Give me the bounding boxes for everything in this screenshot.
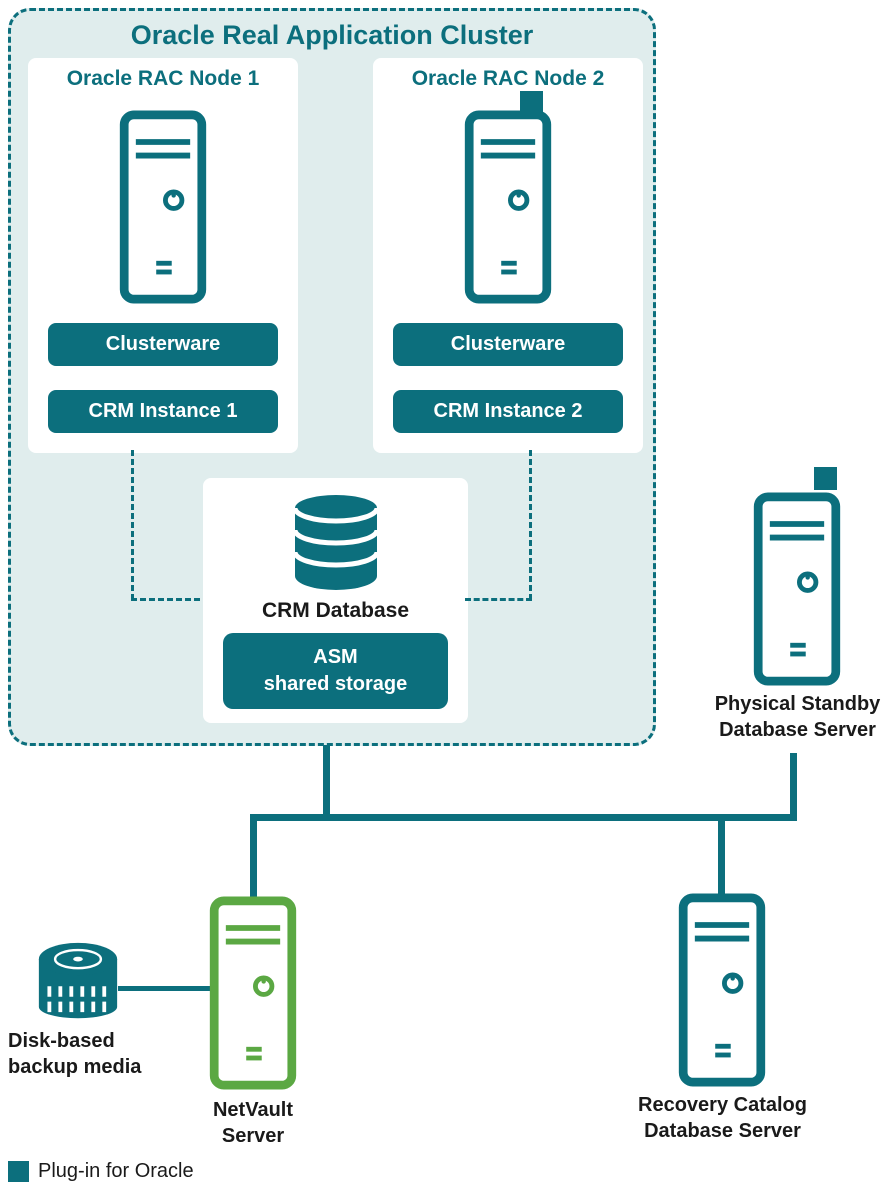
standby-label-line1: Physical Standby (714, 693, 881, 715)
rac-node-2-title: Oracle RAC Node 2 (411, 67, 605, 90)
connector-bus-to-netvault (250, 814, 257, 898)
server-icon (464, 110, 552, 304)
recovery-label-line2: Database Server (644, 1120, 801, 1142)
netvault-label-line2: Server (221, 1125, 285, 1147)
disk-label-line2: backup media (8, 1056, 142, 1078)
rac-node-2: Oracle RAC Node 2 Clusterware CRM Instan… (373, 58, 643, 453)
connector-disk-to-netvault (118, 986, 212, 991)
crm-instance-1-badge: CRM Instance 1 (48, 390, 278, 433)
plugin-marker-icon (814, 467, 837, 490)
connector-bus (250, 814, 797, 821)
connector-bus-to-recovery (718, 814, 725, 895)
clusterware-badge: Clusterware (48, 323, 278, 366)
server-icon (119, 110, 207, 304)
disk-backup-label: Disk-based backup media (8, 1028, 188, 1080)
disk-label-line1: Disk-based (8, 1030, 115, 1052)
dashed-connector-node2-vertical (529, 450, 532, 600)
dashed-connector-node2-horizontal (465, 598, 532, 601)
crm-database-label: CRM Database (261, 599, 410, 622)
asm-shared-storage-badge: ASM shared storage (223, 633, 448, 709)
rac-node-1-title: Oracle RAC Node 1 (66, 67, 260, 90)
plugin-marker-icon (520, 91, 543, 114)
asm-label-line1: ASM (313, 646, 358, 668)
legend-label: Plug-in for Oracle (38, 1160, 194, 1182)
netvault-label-line1: NetVault (212, 1099, 294, 1121)
connector-cluster-to-bus (323, 745, 330, 818)
netvault-server-label: NetVault Server (165, 1097, 341, 1149)
rac-cluster-box: Oracle Real Application Cluster Oracle R… (8, 8, 656, 746)
crm-database-box: CRM Database ASM shared storage (203, 478, 468, 723)
standby-label-line2: Database Server (719, 719, 876, 741)
dashed-connector-node1-vertical (131, 450, 134, 600)
database-icon (291, 492, 381, 592)
recovery-label-line1: Recovery Catalog (638, 1094, 807, 1116)
rac-node-1: Oracle RAC Node 1 Clusterware CRM Instan… (28, 58, 298, 453)
netvault-server-icon (209, 896, 297, 1090)
recovery-server-label: Recovery Catalog Database Server (610, 1092, 835, 1144)
legend-plugin-icon (8, 1161, 29, 1182)
server-icon (753, 492, 841, 686)
cluster-title: Oracle Real Application Cluster (130, 20, 534, 50)
asm-label-line2: shared storage (263, 673, 408, 695)
clusterware-badge: Clusterware (393, 323, 623, 366)
connector-standby-to-bus (790, 753, 797, 818)
dashed-connector-node1-horizontal (131, 598, 200, 601)
standby-server-label: Physical Standby Database Server (700, 691, 895, 743)
server-icon (678, 893, 766, 1087)
disk-backup-icon (36, 937, 120, 1027)
crm-instance-2-badge: CRM Instance 2 (393, 390, 623, 433)
